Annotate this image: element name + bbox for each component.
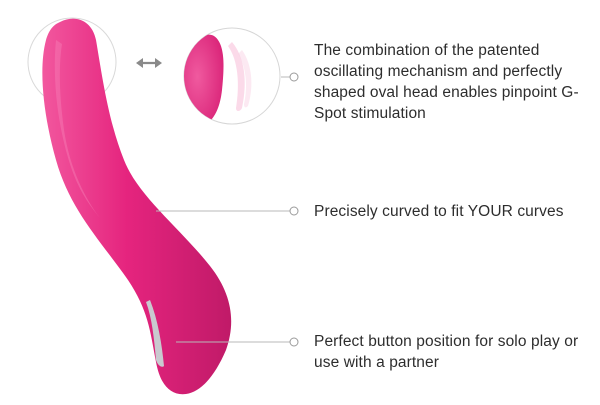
detail-inset	[183, 27, 281, 125]
leader-line-2	[156, 206, 299, 216]
motion-blur-arc	[238, 50, 252, 108]
leader-line-1	[281, 72, 299, 82]
leader-line-3	[176, 337, 299, 347]
product-body	[42, 18, 232, 395]
motion-blur-arc	[228, 42, 245, 111]
button-trim	[146, 300, 164, 367]
callout-curve: Precisely curved to fit YOUR curves	[314, 203, 564, 220]
product-highlight	[54, 40, 100, 218]
callout-oval-head: The combination of the patented oscillat…	[314, 42, 579, 122]
callout-button-position: Perfect button position for solo play or…	[314, 333, 579, 371]
double-arrow-icon	[136, 58, 162, 68]
